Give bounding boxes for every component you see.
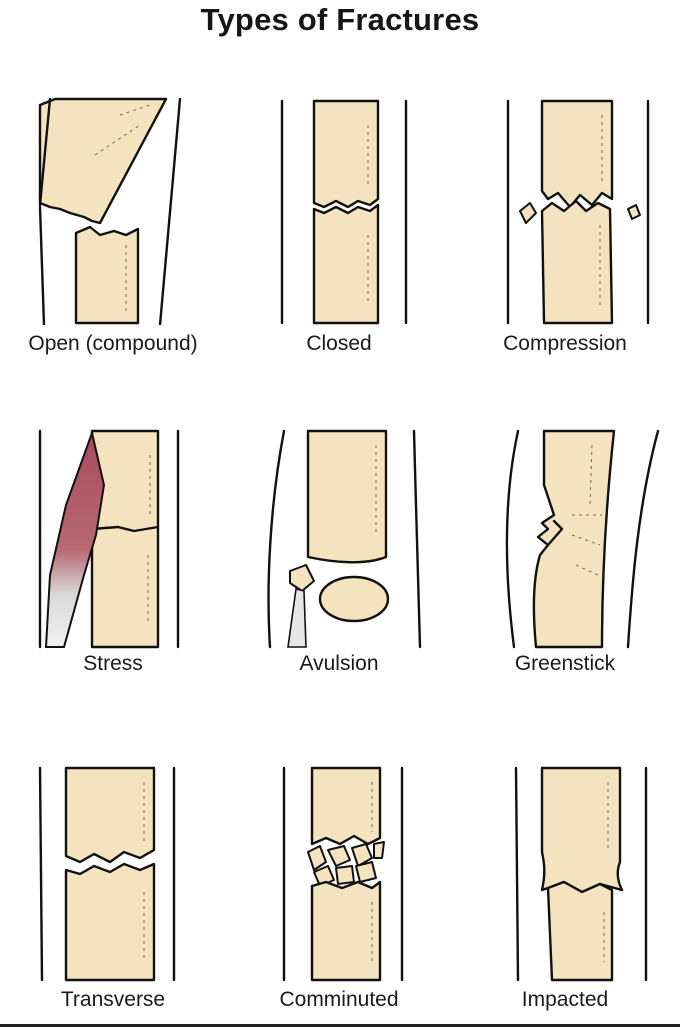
- fracture-comminuted-label: Comminuted: [279, 988, 399, 1011]
- comminuted-fracture-illustration: [282, 766, 404, 982]
- avulsion-fracture-illustration: [267, 429, 422, 649]
- fracture-avulsion-label: Avulsion: [299, 652, 379, 675]
- fracture-open-label: Open (compound): [28, 332, 198, 355]
- fracture-greenstick-panel: Greenstick: [452, 425, 678, 695]
- fracture-impacted-label: Impacted: [521, 988, 609, 1011]
- compression-fracture-illustration: [506, 99, 650, 325]
- fracture-stress-panel: Stress: [0, 425, 226, 695]
- fracture-comminuted-panel: Comminuted: [226, 762, 452, 1027]
- fracture-open-panel: Open (compound): [0, 95, 226, 365]
- fracture-closed-label: Closed: [306, 332, 372, 355]
- fracture-impacted-panel: Impacted: [452, 762, 678, 1027]
- fracture-greenstick-label: Greenstick: [514, 652, 616, 675]
- closed-fracture-illustration: [280, 99, 408, 325]
- transverse-fracture-illustration: [38, 766, 176, 982]
- fracture-transverse-label: Transverse: [60, 988, 166, 1011]
- fracture-closed-panel: Closed: [226, 95, 452, 365]
- fracture-stress-label: Stress: [83, 652, 143, 675]
- fracture-compression-panel: Compression: [452, 95, 678, 365]
- fracture-avulsion-panel: Avulsion: [226, 425, 452, 695]
- greenstick-fracture-illustration: [505, 429, 660, 649]
- page-title: Types of Fractures: [200, 2, 480, 37]
- stress-fracture-illustration: [38, 429, 180, 649]
- fracture-compression-label: Compression: [503, 332, 627, 355]
- impacted-fracture-illustration: [514, 766, 648, 982]
- bottom-border: [0, 1024, 680, 1027]
- open-fracture-illustration: [38, 97, 182, 325]
- fracture-transverse-panel: Transverse: [0, 762, 226, 1027]
